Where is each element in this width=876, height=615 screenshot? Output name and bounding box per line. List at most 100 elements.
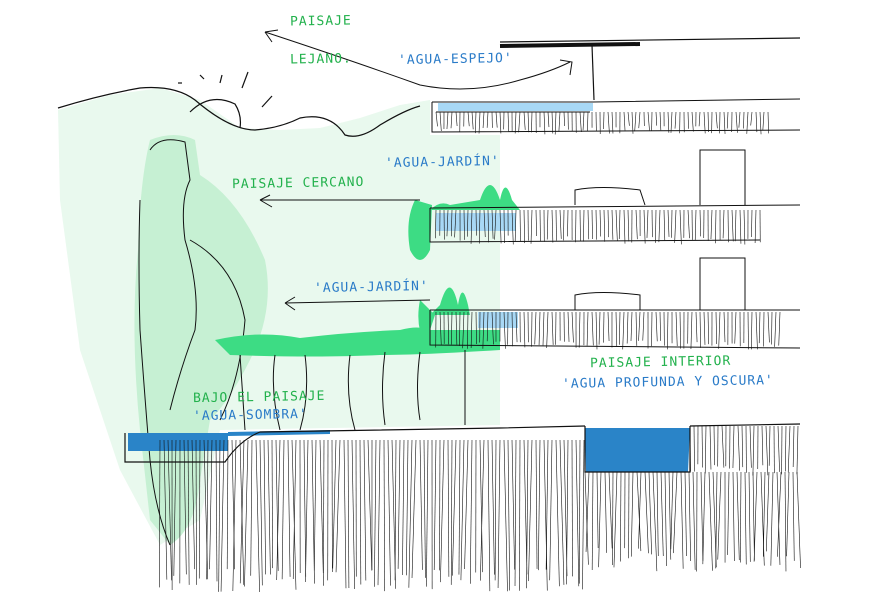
label-paisaje-lejano-1: PAISAJE <box>290 13 352 29</box>
hatch-line <box>700 312 701 348</box>
hatch-line <box>614 472 617 567</box>
hatch-line <box>599 472 601 567</box>
hatch-line <box>452 440 456 576</box>
hatch-line <box>723 210 724 238</box>
hatch-line <box>715 210 716 243</box>
hatch-line <box>673 472 677 553</box>
hatch-line <box>657 472 658 556</box>
hatch-line <box>512 440 515 570</box>
hatch-line <box>738 426 740 471</box>
hatch-line <box>735 312 736 344</box>
hatch-line <box>648 112 649 130</box>
hatch-line <box>524 440 527 574</box>
hatch-line <box>793 472 794 561</box>
label-paisaje-cercano: PAISAJE CERCANO <box>232 175 365 192</box>
hatch-line <box>492 440 494 575</box>
hatch-line <box>639 312 640 341</box>
hatch-line <box>733 472 734 561</box>
hatch-line <box>619 210 620 239</box>
hatch-line <box>616 312 617 347</box>
hatch-line <box>659 210 660 242</box>
hatch-line <box>420 440 422 570</box>
hatch-line <box>623 312 624 349</box>
hatch-line <box>465 440 468 569</box>
hatch-line <box>587 112 588 131</box>
hatch-line <box>552 312 553 345</box>
hatch-line <box>579 312 580 348</box>
hatch-line <box>483 112 484 128</box>
hatch-line <box>735 210 736 241</box>
hatch-line <box>592 312 593 345</box>
hatch-line <box>604 210 605 242</box>
hatch-line <box>616 210 617 241</box>
hatch-line <box>475 112 476 133</box>
hatch-line <box>769 426 770 466</box>
hatch-line <box>434 440 436 570</box>
label-paisaje-interior: PAISAJE INTERIOR <box>590 354 731 371</box>
hatch-line <box>685 472 687 556</box>
hatch-line <box>600 210 601 237</box>
hatch-line <box>797 472 801 568</box>
hatch-line <box>550 440 552 580</box>
hatch-line <box>609 472 612 548</box>
hatch-line <box>508 440 510 590</box>
hatch-line <box>628 210 629 241</box>
hatch-line <box>459 440 460 575</box>
hatch-line <box>768 312 769 342</box>
hatch-line <box>344 440 346 588</box>
hatch-line <box>671 210 672 238</box>
hatch-line <box>716 472 717 568</box>
hatch-line <box>268 440 270 575</box>
hatch-line <box>656 312 657 341</box>
hatch-line <box>691 312 692 349</box>
hatch-line <box>714 426 715 465</box>
hatch-line <box>716 312 717 344</box>
hatch-line <box>751 112 752 126</box>
hatch-line <box>660 312 661 341</box>
hatch-line <box>608 312 609 341</box>
hatch-line <box>660 112 661 130</box>
hatch-line <box>624 210 625 244</box>
hatch-line <box>498 440 500 588</box>
hatch-line <box>524 112 525 130</box>
hatch-line <box>608 112 609 133</box>
hatch-line <box>398 440 400 569</box>
hatch-line <box>244 440 248 587</box>
hatch-line <box>563 210 564 240</box>
hatch-line <box>440 440 444 582</box>
deep-pool-water <box>585 428 690 472</box>
hatch-line <box>680 210 681 244</box>
hatch-line <box>676 312 677 346</box>
hatch-line <box>744 210 745 244</box>
hatch-line <box>583 112 584 130</box>
hatch-line <box>645 472 648 553</box>
hatch-line <box>732 210 733 241</box>
hatch-line <box>559 112 560 132</box>
hatch-line <box>451 440 452 585</box>
hatch-line <box>583 210 584 242</box>
hatch-line <box>655 210 656 243</box>
hatch-line <box>539 312 540 345</box>
hatch-line <box>312 440 314 584</box>
hatch-line <box>456 112 457 126</box>
hatch-line <box>548 112 549 127</box>
hatch-line <box>771 472 773 566</box>
hatch-line <box>756 312 757 349</box>
hatch-line <box>631 312 632 341</box>
hatch-line <box>519 112 520 132</box>
hatch-line <box>709 472 712 571</box>
hatch-line <box>627 312 628 343</box>
label-agua-espejo: 'AGUA-ESPEJO' <box>398 51 513 68</box>
hatch-line <box>515 112 516 133</box>
hatch-line <box>753 472 754 561</box>
hatch-line <box>710 426 711 469</box>
hatch-line <box>260 440 262 585</box>
hatch-line <box>264 440 266 574</box>
hatch-line <box>778 426 780 472</box>
hatch-line <box>742 426 743 467</box>
hatch-line <box>668 210 669 237</box>
hatch-line <box>535 312 536 344</box>
hatch-line <box>788 426 790 472</box>
hatch-line <box>644 210 645 244</box>
